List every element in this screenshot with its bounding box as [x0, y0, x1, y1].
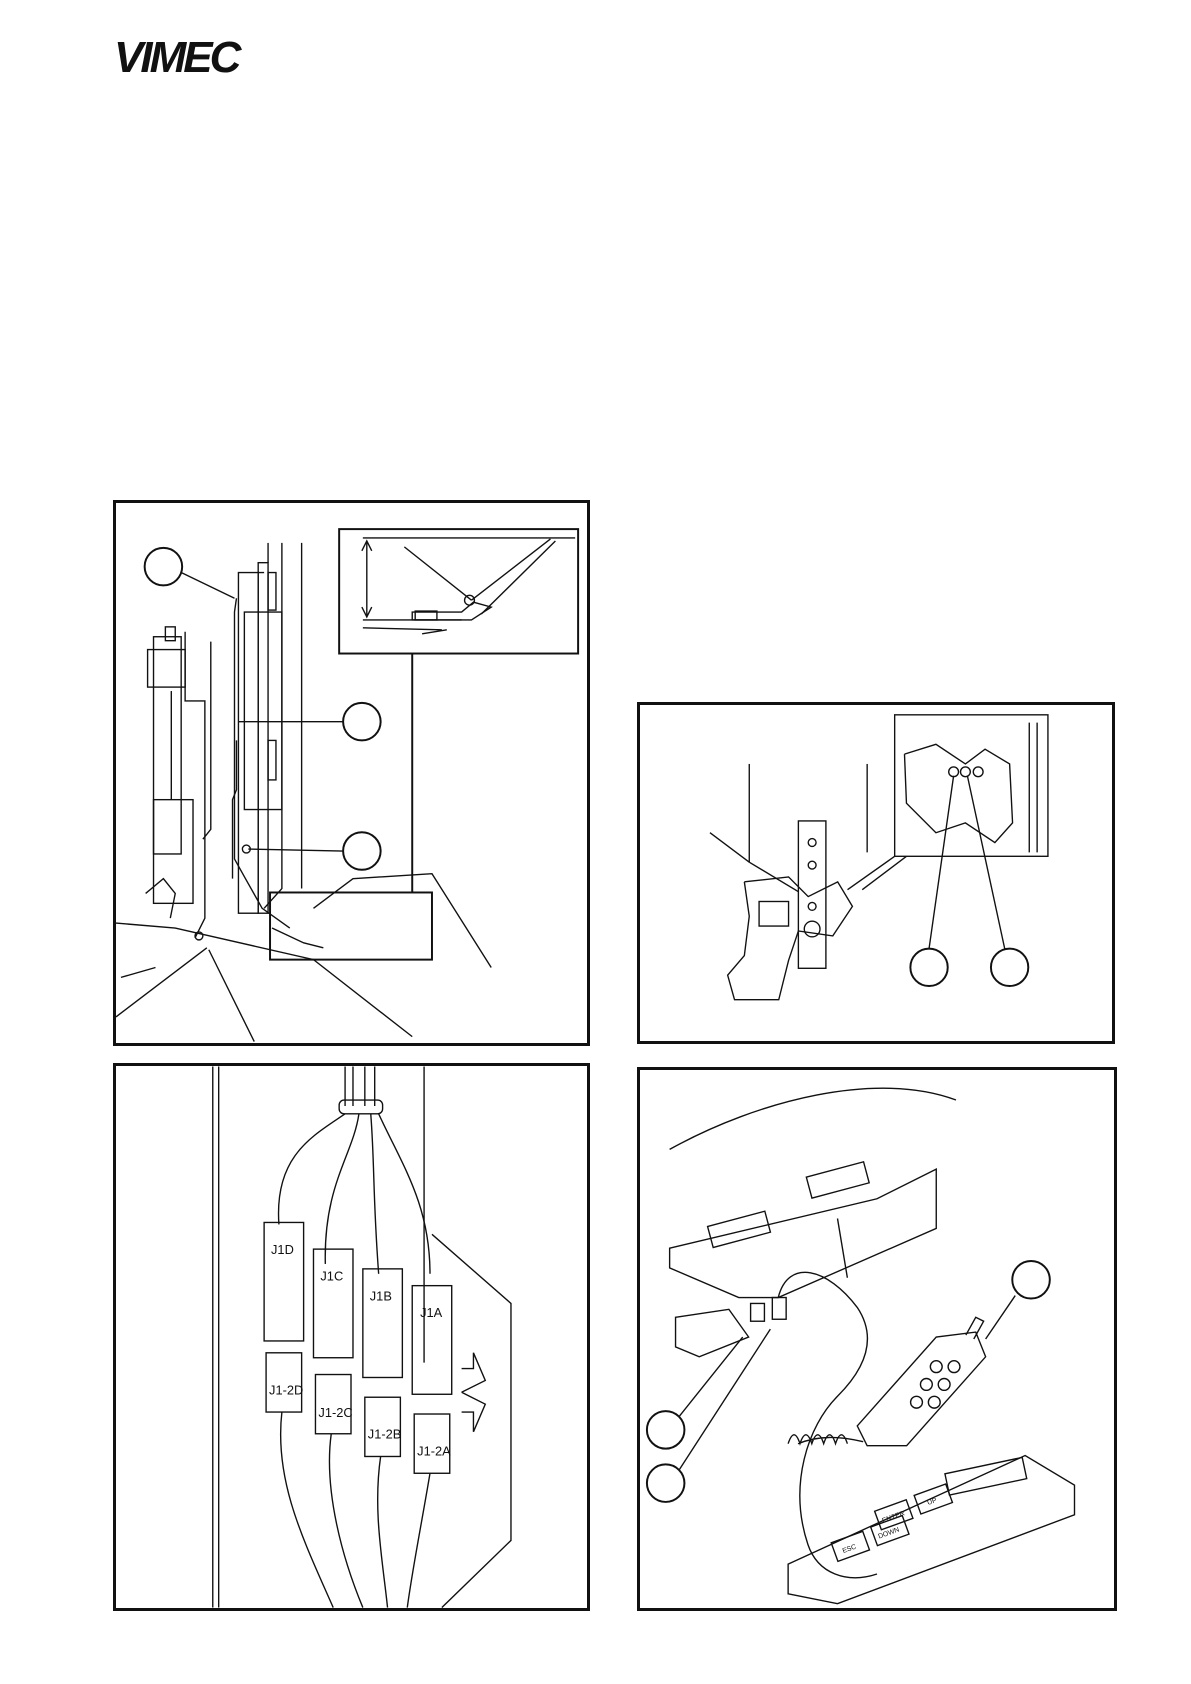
figure-lift-side-view [113, 500, 590, 1046]
inset-floor-detail [270, 892, 432, 959]
callout-circle-2 [343, 703, 381, 741]
figure-control-handset: ENTER UP ESC DOWN [637, 1067, 1117, 1611]
handset-display [945, 1457, 1027, 1495]
esc-key-label: ESC [842, 1544, 858, 1555]
label-j1-2b: J1-2B [368, 1427, 402, 1442]
label-j1a: J1A [420, 1305, 443, 1320]
figure-connector-wiring: J1D J1C J1B J1A J1-2D J1-2C J1-2B J1-2A [113, 1063, 590, 1611]
disconnect-arrow-up [462, 1392, 486, 1431]
connector-j1c [313, 1249, 352, 1358]
label-j1-2d: J1-2D [269, 1382, 303, 1397]
brand-logo: VIMEC [112, 30, 242, 80]
pendant-handset [857, 1332, 985, 1446]
battery-1 [708, 1211, 771, 1247]
key-icon [966, 1317, 984, 1339]
label-j1d: J1D [271, 1242, 294, 1257]
up-key-label: UP [926, 1497, 938, 1507]
inset-ramp-detail [339, 529, 578, 653]
label-j1c: J1C [320, 1269, 343, 1284]
callout-circle-1 [145, 548, 183, 586]
figure-hinge-detail [637, 702, 1115, 1044]
connector-j1a [412, 1286, 451, 1395]
programming-handset [788, 1456, 1074, 1604]
callout-circle-8 [1012, 1261, 1050, 1299]
label-j1-2c: J1-2C [318, 1405, 352, 1420]
inset-hinge-detail [895, 715, 1048, 856]
callout-circle-4 [910, 949, 947, 986]
socket-a [751, 1303, 765, 1321]
connector-j1b [363, 1269, 402, 1378]
callout-circle-7 [647, 1464, 685, 1502]
vimec-logo-mark: VIMEC [112, 30, 242, 80]
logo-wordmark: VIMEC [114, 33, 242, 80]
callout-circle-6 [647, 1411, 685, 1449]
disconnect-arrow-down [462, 1353, 486, 1392]
callout-circle-3 [343, 832, 381, 870]
battery-2 [806, 1162, 869, 1198]
label-j1b: J1B [370, 1288, 392, 1303]
socket-b [772, 1298, 786, 1320]
control-board [676, 1309, 749, 1356]
label-j1-2a: J1-2A [417, 1443, 451, 1458]
callout-circle-5 [991, 949, 1028, 986]
connector-j1d [264, 1222, 303, 1340]
